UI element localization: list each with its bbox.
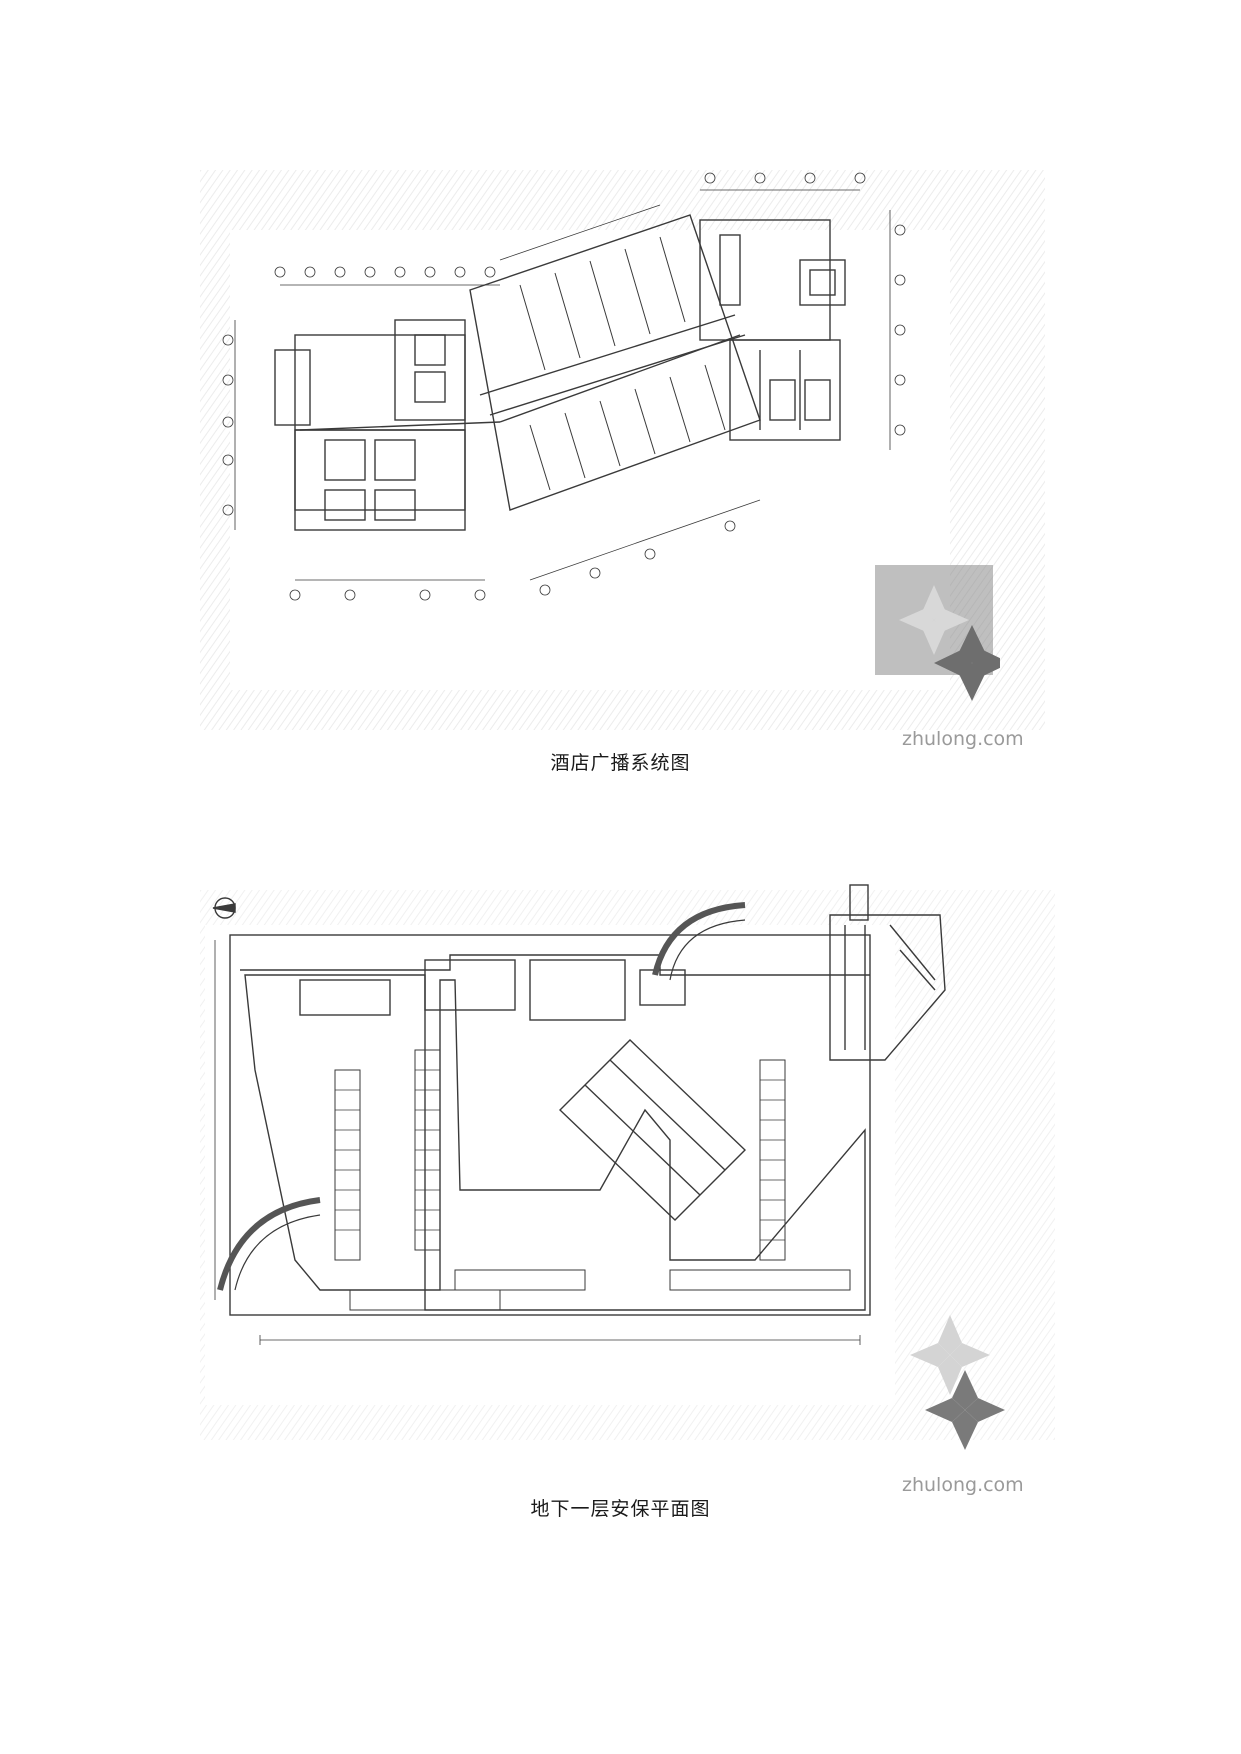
north-arrow-icon	[212, 897, 236, 919]
watermark-text: zhulong.com	[902, 1474, 1024, 1496]
figure-caption: 地下一层安保平面图	[530, 1498, 711, 1520]
watermark-logo-icon	[875, 565, 1010, 710]
watermark-logo-icon	[898, 1310, 1018, 1460]
floor-plan-drawing-2	[200, 880, 1055, 1440]
floor-plan-drawing-1	[200, 160, 1045, 730]
floor-plan-1-svg	[200, 170, 1045, 730]
figure-caption: 酒店广播系统图	[550, 752, 691, 774]
floor-plan-2-svg	[200, 884, 1055, 1440]
watermark-text: zhulong.com	[902, 728, 1024, 750]
